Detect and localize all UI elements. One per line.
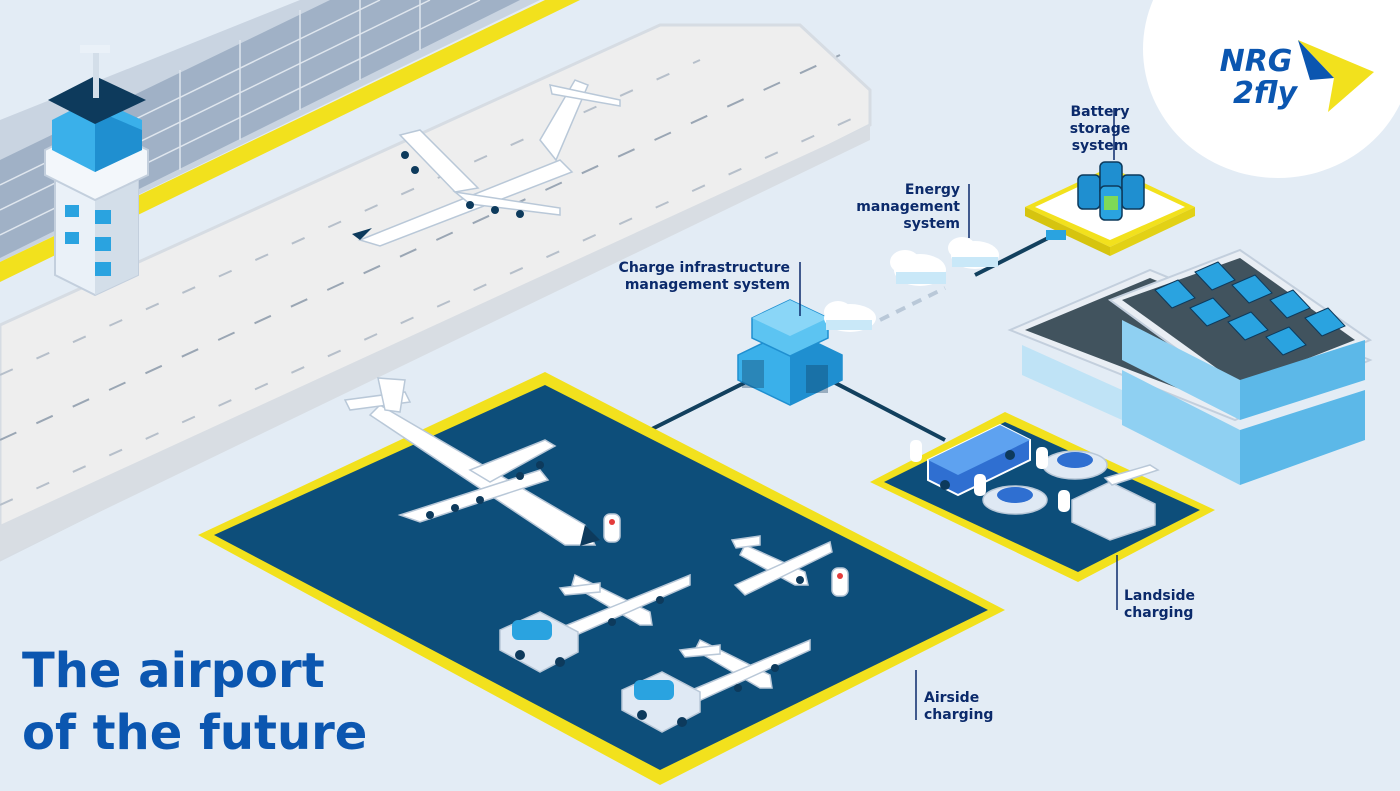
cloud-icon xyxy=(890,250,946,286)
logo: NRG 2fly xyxy=(1215,46,1297,110)
battery-icon xyxy=(1077,161,1145,221)
label-airside-charging: Airside charging xyxy=(924,690,1034,724)
cloud-icon xyxy=(948,237,999,269)
control-tower-icon xyxy=(44,45,149,297)
label-leader-lines xyxy=(799,108,1118,720)
car-icon xyxy=(1042,450,1108,480)
electric-aircraft-icon xyxy=(553,573,691,641)
label-battery-storage-system: Battery storage system xyxy=(1030,104,1170,155)
connector-box xyxy=(1046,230,1066,240)
connector-lines xyxy=(649,230,1061,442)
logo-arrow-icon xyxy=(1298,40,1374,112)
runway xyxy=(0,23,872,562)
logo-line: NRG xyxy=(1219,44,1293,79)
label-line: Energy xyxy=(904,182,960,198)
label-line: Charge infrastructure xyxy=(618,260,790,276)
charging-station-icon xyxy=(910,440,1070,512)
tug-vehicle-icon xyxy=(499,611,579,673)
label-line: system xyxy=(1071,138,1129,154)
server-icon xyxy=(737,299,843,406)
label-line: charging xyxy=(924,707,994,723)
bus-icon xyxy=(927,423,1031,497)
tug-vehicle-icon xyxy=(1071,464,1160,541)
electric-aircraft-icon xyxy=(352,79,621,247)
electric-aircraft-icon xyxy=(678,638,811,706)
electric-aircraft-icon xyxy=(730,535,833,596)
car-icon xyxy=(982,485,1048,515)
label-line: Airside xyxy=(924,690,980,706)
label-landside-charging: Landside charging xyxy=(1124,588,1234,622)
page-title-line: The airport xyxy=(22,643,325,699)
electric-aircraft-icon xyxy=(343,377,600,546)
label-line: system xyxy=(903,216,960,232)
label-line: management xyxy=(856,199,960,215)
label-line: storage xyxy=(1069,121,1131,137)
charging-station-icon xyxy=(603,513,621,543)
label-line: charging xyxy=(1124,605,1194,621)
label-line: management system xyxy=(624,277,790,293)
charging-station-icon xyxy=(831,567,849,597)
label-charge-infrastructure-management-system: Charge infrastructure management system xyxy=(580,260,790,294)
label-line: Battery xyxy=(1070,104,1130,120)
page-title-line: of the future xyxy=(22,705,368,761)
airside-apron xyxy=(198,372,1005,785)
tug-vehicle-icon xyxy=(621,671,701,733)
terminal-building-icon xyxy=(1007,248,1373,485)
label-energy-management-system: Energy management system xyxy=(820,182,960,233)
cloud-icon xyxy=(824,301,876,332)
page-title: The airport of the future xyxy=(22,640,367,764)
logo-line: 2fly xyxy=(1233,76,1298,111)
label-line: Landside xyxy=(1124,588,1196,604)
